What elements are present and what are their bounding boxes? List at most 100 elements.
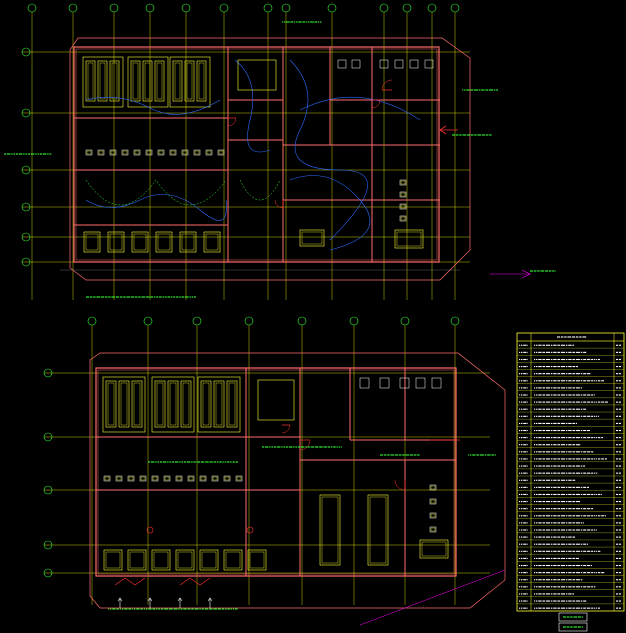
- desk-inner: [132, 62, 139, 100]
- grid-bubble-row-1: [43, 432, 53, 442]
- fixture-lower-0: [359, 377, 370, 389]
- circuit-b: [85, 194, 227, 221]
- chair-seat: [399, 203, 407, 210]
- workstation-lower-6: [247, 549, 267, 571]
- desk: [85, 60, 96, 102]
- scale-box: [558, 612, 588, 632]
- fixture-lower-3: [415, 377, 426, 389]
- grid-bubble-col-3: [145, 3, 155, 13]
- chair-seat: [133, 149, 141, 156]
- grid-bubble-col-9: [379, 3, 389, 13]
- chair-seat: [151, 475, 159, 482]
- workstation-lower-1: [127, 549, 147, 571]
- desk-inner: [249, 551, 265, 569]
- desk: [223, 549, 243, 571]
- desk: [127, 549, 147, 571]
- desk: [105, 380, 117, 428]
- door-upper-a: [227, 117, 237, 127]
- door-swing: [394, 479, 406, 491]
- chair-row-a-6: [157, 149, 165, 156]
- entry-arrowhead-1: [147, 597, 153, 602]
- entry-arrowhead-2: [177, 597, 183, 602]
- chair-row-a-5: [145, 149, 153, 156]
- lab-room-outline: [169, 56, 211, 108]
- chair-row-lower-2: [127, 475, 135, 482]
- chair-back: [430, 485, 436, 490]
- fixture-lower-4: [431, 377, 442, 389]
- chair-seat: [175, 475, 183, 482]
- chair-row-lower-11: [235, 475, 243, 482]
- door-swing: [227, 117, 237, 127]
- desk: [107, 231, 125, 253]
- desk-inner: [99, 62, 106, 100]
- desk-inner: [182, 382, 190, 426]
- upper-floor-plan: [4, 3, 556, 300]
- chair-row-a-8: [181, 149, 189, 156]
- workstation-mid: [299, 229, 325, 247]
- chair-back: [212, 476, 218, 481]
- bench-1: [213, 380, 225, 428]
- chair-back: [194, 150, 200, 155]
- chair-seat: [127, 475, 135, 482]
- office-desk-lower: [257, 379, 295, 421]
- chair-back: [218, 150, 224, 155]
- chair-back: [86, 150, 92, 155]
- grid-bubble-col-5: [219, 3, 229, 13]
- lab-bench-group-1: [151, 376, 195, 433]
- desk: [131, 231, 149, 253]
- desk-inner: [396, 231, 422, 247]
- chair-seat: [181, 149, 189, 156]
- desk: [419, 539, 449, 559]
- grid-bubble-col-3: [244, 316, 254, 326]
- chair-row-a-3: [121, 149, 129, 156]
- grid-bubble-col-11: [427, 3, 437, 13]
- chair-lower-right-0: [429, 484, 437, 491]
- bench-1: [97, 60, 108, 102]
- grid-bubble-col-4: [297, 316, 307, 326]
- desk: [213, 380, 225, 428]
- chair-row-lower-7: [187, 475, 195, 482]
- grid-bubble-col-7: [450, 316, 460, 326]
- chair-seat: [163, 475, 171, 482]
- marker-1: [246, 526, 254, 534]
- chair-seat: [429, 526, 437, 533]
- desk: [200, 380, 212, 428]
- chair-right-3: [399, 215, 407, 222]
- lab-bench-group-0: [102, 376, 146, 433]
- chair-row-lower-0: [103, 475, 111, 482]
- desk-inner: [181, 233, 195, 251]
- desk-inner: [228, 382, 236, 426]
- workstation-low-5: [203, 231, 221, 253]
- door-swing: [274, 199, 284, 209]
- grid-bubble-col-1: [143, 316, 153, 326]
- chair-row-lower-10: [223, 475, 231, 482]
- desk-inner: [111, 62, 118, 100]
- facade-zigzag-a: [114, 577, 146, 586]
- chair-row-a-10: [205, 149, 213, 156]
- scale-box-b: [558, 622, 588, 632]
- workstation-low-4: [179, 231, 197, 253]
- chair-seat: [223, 475, 231, 482]
- grid-bubble-row-4: [43, 568, 53, 578]
- desk: [151, 549, 171, 571]
- desk: [154, 60, 165, 102]
- door-swing: [281, 424, 291, 434]
- chair-row-lower-6: [175, 475, 183, 482]
- desk-inner: [421, 541, 447, 557]
- diagonal-accent: [359, 569, 506, 626]
- grid-bubble-row-0: [43, 368, 53, 378]
- office-desk: [237, 59, 277, 91]
- grid-bubble-row-3: [21, 202, 31, 212]
- chair-back: [430, 513, 436, 518]
- chair-back: [182, 150, 188, 155]
- fixture-3: [394, 59, 404, 69]
- entrance-arrowhead: [521, 269, 531, 279]
- desk: [179, 231, 197, 253]
- chair-seat: [145, 149, 153, 156]
- legend-frame: [516, 332, 625, 612]
- grid-bubble-col-10: [402, 3, 412, 13]
- desk-inner: [174, 62, 181, 100]
- fixture-1: [351, 59, 361, 69]
- chair-row-a-11: [217, 149, 225, 156]
- desk-inner: [85, 233, 99, 251]
